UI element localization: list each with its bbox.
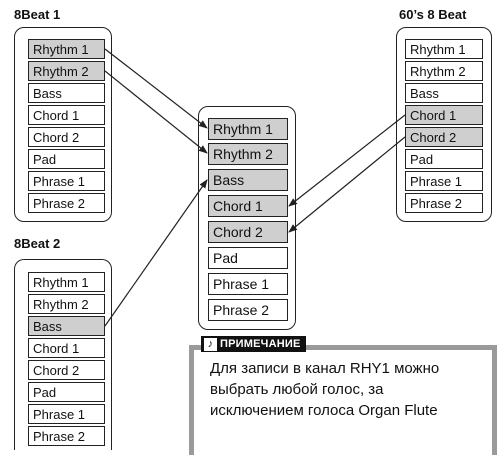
- part-phrase-1: Phrase 1: [208, 273, 288, 295]
- part-rhythm-1: Rhythm 1: [208, 118, 288, 140]
- note-line: выбрать любой голос, за: [210, 381, 384, 398]
- part-rhythm-1: Rhythm 1: [28, 272, 105, 292]
- part-chord-2: Chord 2: [405, 127, 483, 147]
- part-chord-1: Chord 1: [405, 105, 483, 125]
- part-bass: Bass: [28, 316, 105, 336]
- part-rhythm-2: Rhythm 2: [28, 61, 105, 81]
- part-pad: Pad: [208, 247, 288, 269]
- part-pad: Pad: [28, 382, 105, 402]
- music-note-icon: ♪: [204, 337, 217, 351]
- part-phrase-2: Phrase 2: [28, 426, 105, 446]
- arrow-chord-1: [288, 114, 406, 207]
- group-title-60s-8beat: 60’s 8 Beat: [399, 7, 467, 22]
- note-box: [189, 345, 497, 455]
- part-phrase-1: Phrase 1: [405, 171, 483, 191]
- part-chord-2: Chord 2: [208, 221, 288, 243]
- part-pad: Pad: [405, 149, 483, 169]
- part-rhythm-1: Rhythm 1: [28, 39, 105, 59]
- part-rhythm-2: Rhythm 2: [208, 143, 288, 165]
- part-phrase-2: Phrase 2: [405, 193, 483, 213]
- note-label-text: ПРИМЕЧАНИЕ: [220, 338, 301, 350]
- part-chord-1: Chord 1: [208, 195, 288, 217]
- part-rhythm-1: Rhythm 1: [405, 39, 483, 59]
- part-phrase-2: Phrase 2: [208, 299, 288, 321]
- arrow-rhythm-1: [104, 48, 208, 129]
- part-phrase-1: Phrase 1: [28, 404, 105, 424]
- note-text: Для записи в канал RHY1 можно выбрать лю…: [210, 358, 496, 421]
- part-rhythm-2: Rhythm 2: [28, 294, 105, 314]
- part-bass: Bass: [405, 83, 483, 103]
- part-rhythm-2: Rhythm 2: [405, 61, 483, 81]
- arrow-chord-2: [288, 136, 406, 233]
- part-chord-2: Chord 2: [28, 360, 105, 380]
- part-bass: Bass: [28, 83, 105, 103]
- part-pad: Pad: [28, 149, 105, 169]
- note-line: Для записи в канал RHY1 можно: [210, 360, 440, 377]
- arrow-rhythm-2: [104, 70, 208, 154]
- part-phrase-1: Phrase 1: [28, 171, 105, 191]
- note-label: ♪ ПРИМЕЧАНИЕ: [201, 336, 306, 352]
- part-chord-2: Chord 2: [28, 127, 105, 147]
- group-title-8beat-2: 8Beat 2: [14, 236, 61, 251]
- note-line: исключением голоса Organ Flute: [210, 402, 438, 419]
- part-bass: Bass: [208, 169, 288, 191]
- group-title-8beat-1: 8Beat 1: [14, 7, 61, 22]
- arrow-bass: [104, 179, 208, 327]
- part-chord-1: Chord 1: [28, 105, 105, 125]
- part-chord-1: Chord 1: [28, 338, 105, 358]
- part-phrase-2: Phrase 2: [28, 193, 105, 213]
